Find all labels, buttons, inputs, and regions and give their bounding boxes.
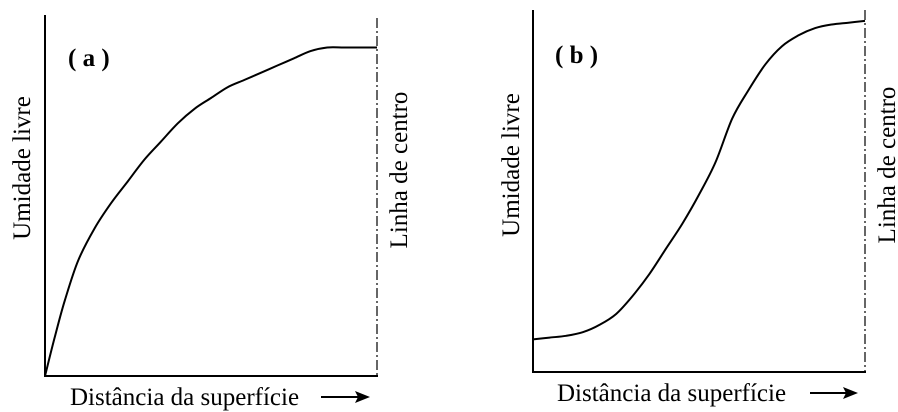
panel-b-centerline-label: Linha de centro [874, 87, 898, 244]
panel-a-label: ( a ) [68, 45, 110, 72]
panel-b-x-arrow [810, 387, 858, 399]
panel-a: ( a ) Umidade livre Linha de centro Dist… [9, 15, 413, 411]
panel-b-label: ( b ) [555, 42, 598, 69]
panel-a-x-arrow [321, 391, 370, 403]
panel-a-curve [44, 46, 377, 377]
panel-a-ylabel: Umidade livre [9, 96, 36, 240]
panel-a-centerline-label: Linha de centro [386, 92, 413, 249]
panel-b-xlabel: Distância da superfície [557, 380, 786, 407]
panel-a-xlabel: Distância da superfície [70, 384, 299, 411]
panel-b-ylabel: Umidade livre [498, 93, 525, 237]
panel-b: ( b ) Umidade livre Linha de centro Dist… [498, 10, 898, 407]
panel-b-curve [532, 19, 866, 341]
